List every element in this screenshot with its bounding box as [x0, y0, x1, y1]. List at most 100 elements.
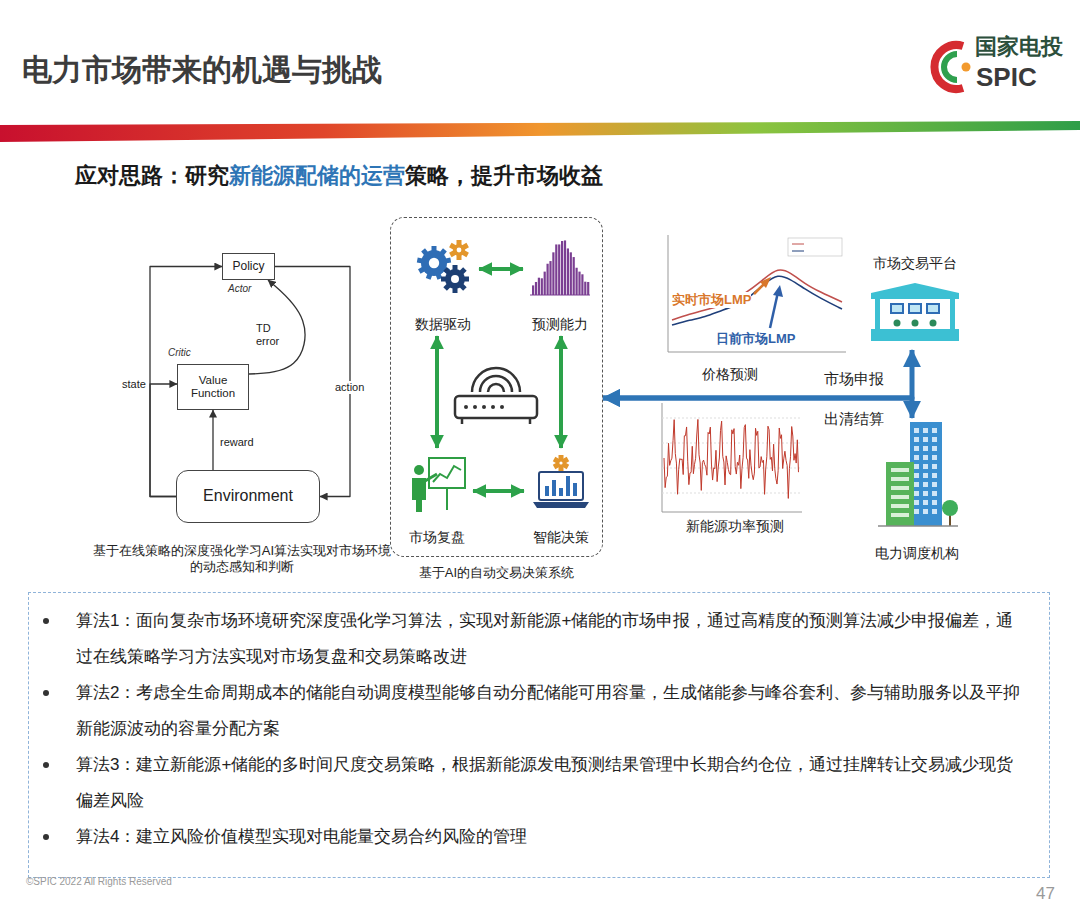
post — [950, 299, 955, 331]
bar — [587, 282, 589, 295]
bar — [555, 244, 557, 295]
chart-legend — [792, 251, 804, 252]
laptop-screen — [539, 472, 583, 500]
window — [914, 428, 919, 433]
subtitle-highlight: 新能源配储的运营 — [229, 163, 405, 189]
bar — [576, 268, 578, 295]
window — [932, 455, 937, 460]
board-stand — [446, 488, 448, 510]
power-line — [664, 419, 798, 498]
roof — [871, 283, 959, 293]
environment-box: Environment — [176, 470, 320, 523]
node-text: 市场复盘 — [409, 529, 465, 547]
window — [914, 437, 919, 442]
window — [932, 473, 937, 478]
edge-label: reward — [218, 436, 256, 449]
screen-bar — [566, 476, 570, 496]
logo-text: 国家电投 — [975, 34, 1063, 60]
chart-grid — [662, 418, 800, 419]
window — [914, 509, 919, 514]
bar — [570, 252, 572, 295]
list-text: 算法2：考虑全生命周期成本的储能自动调度模型能够自动分配储能可用容量，生成储能参… — [76, 675, 1029, 747]
window — [923, 500, 928, 505]
window — [891, 504, 909, 508]
list-item: 算法4：建立风险价值模型实现对电能量交易合约风险的管理 — [76, 819, 1029, 855]
gear-icon — [441, 265, 469, 293]
module-node: 预测能力 — [523, 231, 596, 336]
market-platform: 市场交易平台 — [855, 255, 975, 350]
icon — [531, 456, 591, 512]
window — [932, 446, 937, 451]
bar — [552, 252, 554, 295]
gear-body — [557, 459, 565, 467]
bar — [532, 285, 534, 295]
list-item: 算法1：面向复杂市场环境研究深度强化学习算法，实现对新能源+储能的市场申报，通过… — [76, 603, 1029, 675]
window — [914, 455, 919, 460]
window — [891, 486, 909, 490]
router-foot — [461, 418, 464, 424]
connector — [249, 280, 305, 374]
edge-label: 出清结算 — [822, 410, 886, 427]
person-arm — [425, 474, 437, 481]
bar — [547, 264, 549, 295]
window — [891, 468, 909, 472]
connector — [212, 410, 213, 470]
person-head — [894, 320, 901, 327]
bar — [581, 274, 583, 295]
router-led — [464, 405, 468, 409]
module-node: 智能决策 — [524, 448, 598, 549]
gear-body — [445, 269, 465, 289]
monitor — [926, 303, 940, 314]
connector — [603, 350, 912, 398]
window — [932, 437, 937, 442]
window — [914, 491, 919, 496]
window — [932, 491, 937, 496]
bar — [578, 272, 580, 295]
icon — [407, 454, 467, 512]
window — [914, 473, 919, 478]
gear-hole — [451, 275, 459, 283]
router-wave — [488, 384, 504, 392]
copyright: ©SPIC 2022 All Rights Reserved — [26, 876, 172, 888]
bar — [584, 282, 586, 295]
board — [429, 458, 465, 488]
counter — [871, 329, 959, 341]
connector — [435, 336, 439, 448]
connector — [479, 267, 523, 271]
window — [923, 482, 928, 487]
screen-bar — [573, 483, 577, 496]
pointer-arrow — [770, 292, 778, 328]
router-led — [482, 405, 486, 409]
edge-label: action — [333, 381, 366, 394]
bar — [538, 278, 540, 295]
series-label: 日前市场LMP — [716, 331, 795, 347]
bullet-dot — [43, 690, 49, 696]
window — [932, 509, 937, 514]
page-number: 47 — [1036, 884, 1055, 904]
node-text: Policy — [232, 260, 264, 274]
chart-legend — [788, 238, 842, 256]
chart-caption: 价格预测 — [702, 366, 758, 383]
screen-bar — [552, 480, 556, 496]
bar — [567, 248, 569, 295]
bar — [544, 272, 546, 295]
logo-mark — [944, 54, 957, 80]
gear-hole — [457, 248, 462, 253]
chart-legend — [792, 244, 804, 245]
window — [914, 482, 919, 487]
node-text: 数据驱动 — [415, 316, 471, 334]
window — [932, 482, 937, 487]
router-foot — [529, 418, 532, 424]
bar — [573, 257, 575, 295]
price-line — [672, 270, 842, 320]
monitor — [908, 303, 922, 314]
dispatch-agency: 电力调度机构 — [862, 418, 972, 565]
chart-axis — [662, 512, 802, 513]
list-text: 算法3：建立新能源+储能的多时间尺度交易策略，根据新能源发电预测结果管理中长期合… — [76, 747, 1029, 819]
icon — [867, 283, 963, 345]
building — [886, 462, 914, 526]
person-head — [414, 465, 424, 475]
window — [932, 464, 937, 469]
